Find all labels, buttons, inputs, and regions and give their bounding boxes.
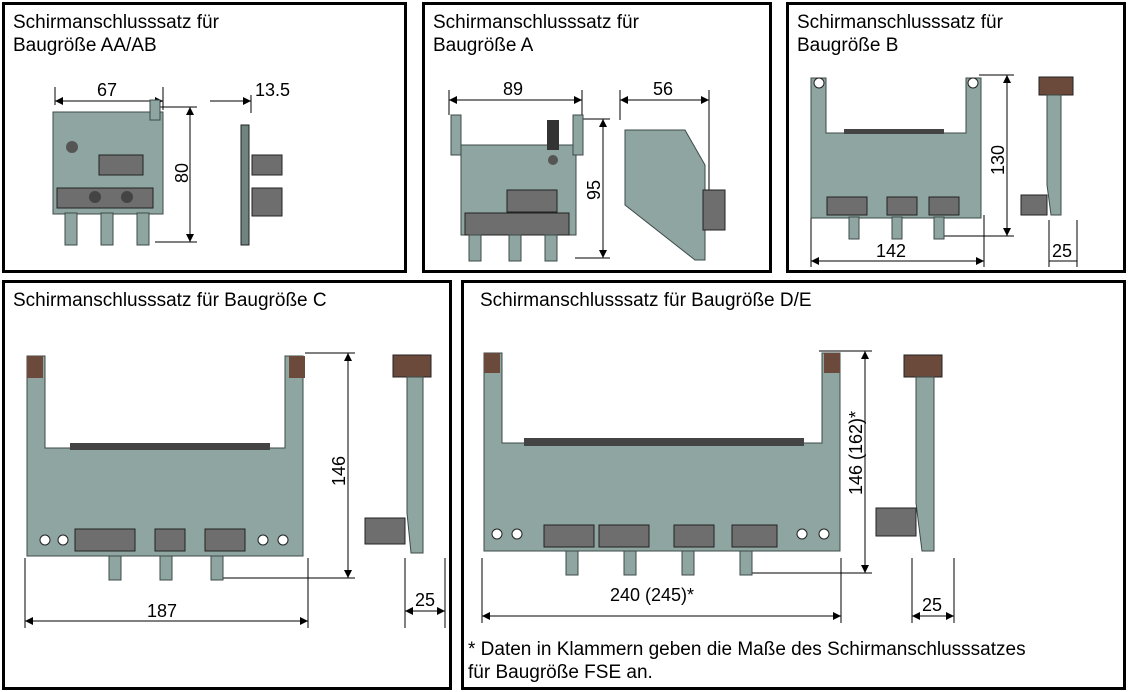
dim-height-a: 95 [584, 180, 604, 200]
footnote-line-1: * Daten in Klammern geben die Maße des S… [468, 639, 1026, 660]
title-line-2: Baugröße B [797, 35, 899, 56]
dim-width-aa: 67 [97, 80, 117, 100]
drawing-a: 89 95 56 [448, 79, 726, 262]
dim-height-d-e: 146 (162)* [846, 411, 866, 495]
panel-size-d-e: Schirmanschlusssatz für Baugröße D/E [461, 280, 1126, 690]
drawing-b: 142 130 25 [810, 74, 1078, 267]
title-line-1: Schirmanschlusssatz für [433, 12, 639, 33]
dim-width-b: 142 [876, 241, 906, 261]
panel-title: Schirmanschlusssatz für Baugröße D/E [480, 290, 812, 311]
title-line-2: Baugröße AA/AB [13, 35, 157, 56]
footnote-line-2: für Baugröße FSE an. [468, 662, 653, 683]
title-line-2: Baugröße A [433, 35, 534, 56]
panel-title: Schirmanschlusssatz für Baugröße A [433, 11, 639, 57]
drawing-c: 187 146 25 [24, 352, 446, 628]
dim-width-c: 187 [147, 601, 177, 621]
panel-size-b: Schirmanschlusssatz für Baugröße B 142 1… [786, 2, 1126, 273]
panel-size-c: Schirmanschlusssatz für Baugröße C 187 [2, 280, 452, 690]
dim-depth-c: 25 [415, 590, 435, 610]
dim-depth-a: 56 [653, 79, 673, 99]
dim-height-c: 146 [329, 456, 349, 486]
footnote: * Daten in Klammern geben die Maße des S… [468, 638, 1026, 684]
dim-depth-b: 25 [1052, 241, 1072, 261]
dim-depth-aa: 13.5 [255, 80, 290, 100]
panel-title: Schirmanschlusssatz für Baugröße B [797, 11, 1003, 57]
dim-width-a: 89 [503, 79, 523, 99]
title-line-1: Schirmanschlusssatz für [797, 12, 1003, 33]
drawing-d-e: 240 (245)* 146 (162)* 25 [481, 350, 955, 623]
panel-size-aa-ab: Schirmanschlusssatz für Baugröße AA/AB 6… [2, 2, 407, 273]
dim-height-b: 130 [988, 145, 1008, 175]
panel-size-a: Schirmanschlusssatz für Baugröße A 89 95 [422, 2, 772, 273]
dim-depth-d-e: 25 [922, 595, 942, 615]
dim-height-aa: 80 [172, 163, 192, 183]
drawing-aa: 67 80 13.5 [52, 80, 290, 246]
panel-title: Schirmanschlusssatz für Baugröße AA/AB [13, 11, 219, 57]
dim-width-d-e: 240 (245)* [610, 585, 694, 605]
panel-title: Schirmanschlusssatz für Baugröße C [13, 290, 327, 311]
title-line-1: Schirmanschlusssatz für [13, 12, 219, 33]
